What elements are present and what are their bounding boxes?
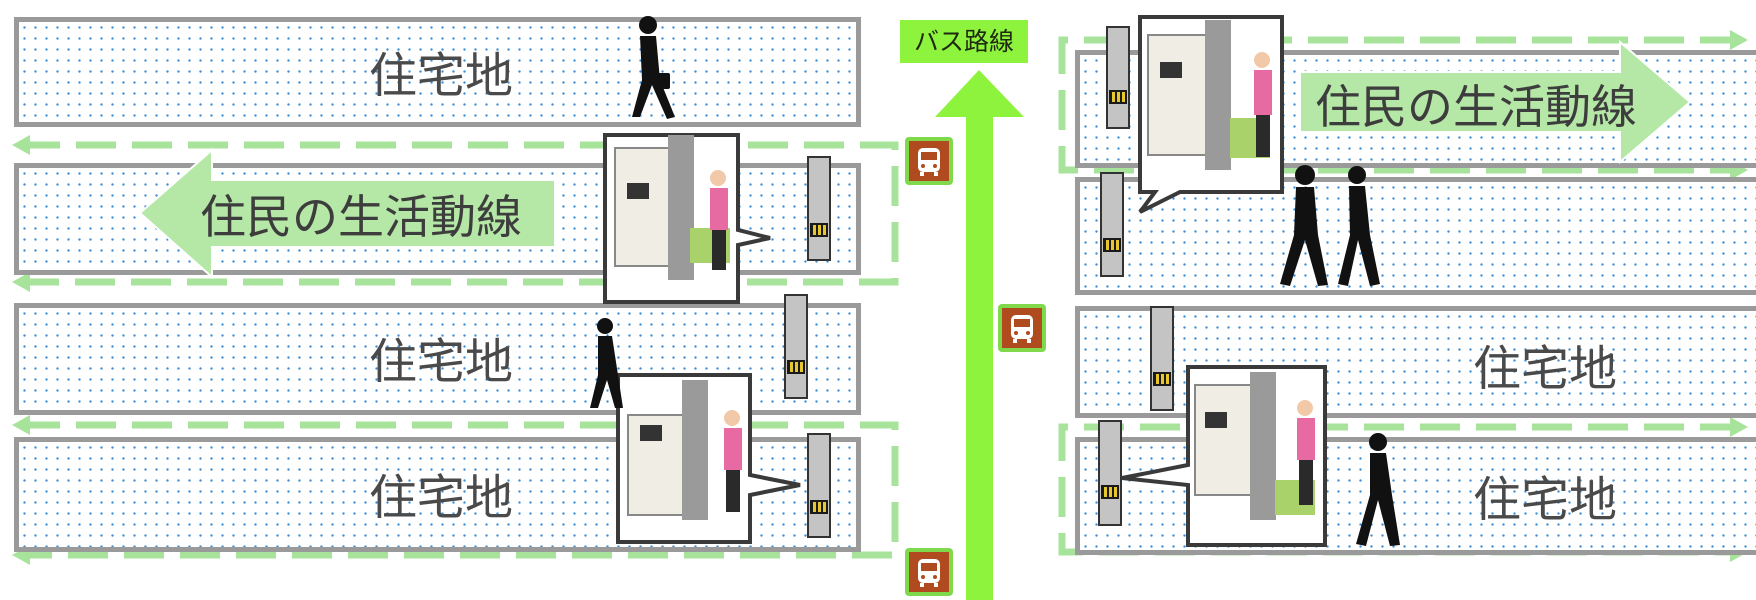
bus-stop-pole-icon <box>1098 420 1122 526</box>
bus-stop-pole-icon <box>1106 26 1130 129</box>
left-dashed-arrowheads <box>12 135 30 565</box>
pedestrian-icon <box>632 16 675 119</box>
bus-stop-pole-icon <box>784 294 808 399</box>
pedestrian-icon <box>590 318 623 408</box>
block-label: 住宅地 <box>369 334 514 390</box>
woman-icon <box>710 170 728 270</box>
bus-stop-sign <box>905 548 953 596</box>
bus-stop-pole-icon <box>807 156 831 261</box>
pedestrian-icon <box>1356 433 1400 546</box>
block-label: 住宅地 <box>1473 341 1618 397</box>
bus-stop-sign <box>998 304 1046 352</box>
ticket-machine-callout <box>603 133 771 304</box>
bus-icon <box>918 148 940 176</box>
pedestrian-icon <box>1338 166 1380 286</box>
bus-stop-pole-icon <box>1100 172 1124 277</box>
bus-icon <box>918 559 940 587</box>
ticket-machine-icon <box>614 135 730 280</box>
ticket-machine-callout <box>1138 15 1284 214</box>
flow-label-left: 住民の生活動線 <box>200 190 522 244</box>
bus-stop-pole-icon <box>807 433 831 538</box>
bus-stop-sign <box>905 137 953 185</box>
right-block-2 <box>1075 177 1756 295</box>
woman-icon <box>1254 52 1272 157</box>
ticket-machine-icon <box>627 380 708 520</box>
bus-stop-pole-icon <box>1150 306 1174 411</box>
pedestrian-icon <box>1280 165 1328 286</box>
block-label: 住宅地 <box>1473 472 1618 528</box>
ticket-machine-callout <box>1121 365 1327 547</box>
woman-icon <box>724 410 742 512</box>
ticket-machine-callout <box>616 373 801 544</box>
block-label: 住宅地 <box>369 48 514 104</box>
ticket-machine-icon <box>1194 372 1315 520</box>
woman-icon <box>1297 400 1315 505</box>
bus-route-label: バス路線 <box>900 20 1029 63</box>
bus-icon <box>1011 315 1033 343</box>
flow-label-right: 住民の生活動線 <box>1315 80 1637 134</box>
left-block-1: 住宅地 <box>14 17 861 127</box>
block-label: 住宅地 <box>369 470 514 526</box>
bus-route-arrow <box>935 70 1024 600</box>
